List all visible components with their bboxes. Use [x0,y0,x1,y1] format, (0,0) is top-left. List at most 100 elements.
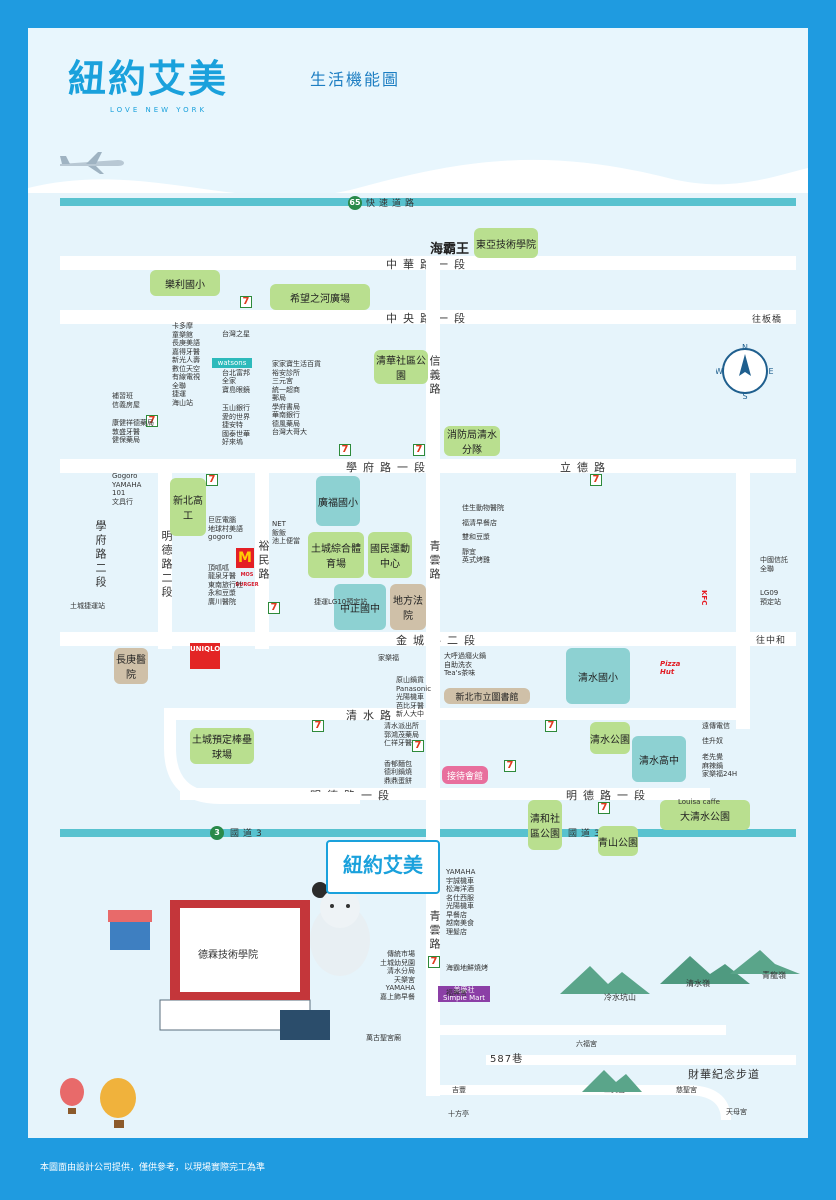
road-label-zhongyang: 中央路一段 [386,310,471,326]
school-dongya: 東亞技術學院 [474,228,538,258]
poi-item: 全家 [222,377,236,385]
park-qingshui: 清水公園 [590,722,630,754]
poi-list-misc-d: 遠傳電信 佳升奴 老先覺 麻辣鍋 家樂福24H [702,722,737,779]
poi-item: gogoro [208,533,233,541]
temple-liufu: 六福宮 [576,1040,597,1048]
poi-item: 仁祥牙醫 [384,739,412,747]
school-qingshui-mid: 清水高中 [632,736,686,782]
poi-item: 飯飯 [272,528,286,537]
disclaimer-footer: 本圖面由設計公司提供，僅供參考，以現場實際完工為準 [40,1163,266,1173]
education-illustration [108,882,330,1040]
poi-list-yumin: 巨匠電腦 地球村美語 gogoro 頂呱呱 龍泉牙醫 東南旅行社 永和豆漿 廣川… [208,516,243,606]
poi-item: 嘉上飾早餐 [380,992,415,1001]
poi-item: 寶島眼鏡 [222,385,250,394]
svg-text:N: N [742,343,748,352]
louisa-cafe: Louisa caffe [678,798,720,806]
road-label-lide: 立德路 [560,461,611,474]
seven-eleven-icon: 7 [598,802,610,814]
road-curve-west [164,708,360,804]
poi-item: 台灣大哥大 [272,428,307,436]
poi-item: 台灣之星 [222,330,250,338]
poi-item: 學府書局 [272,402,300,411]
road-yumin [255,459,269,649]
road-east [736,459,750,729]
poi-item: 全聯 [760,564,774,573]
poi-item: 捷安特 [222,421,243,429]
park-daqingshui: 大清水公園 [660,800,750,830]
library: 新北市立圖書館 [444,688,530,704]
poi-item: 清水分局 [387,967,415,975]
poi-item: YAMAHA [112,480,142,489]
park-tucheng-sports: 土城綜合體育場 [308,532,364,578]
freeway-3-shield: 3 [210,826,224,840]
poi-list-left-mid: Gogoro YAMAHA 101 文具行 [112,472,141,506]
poi-item: 補習班 [112,392,133,400]
mcdonalds-icon: M [236,548,254,568]
poi-list-misc-b: 原山鍋貨 Panasonic 光陽機車 芭比牙醫 新人大中 [396,676,431,719]
poi-item: 福清早餐店 [462,518,497,527]
pizza-hut-logo: Pizza Hut [660,660,681,676]
poi-item: 巨匠電腦 [208,516,236,524]
poi-item: 福興宮 [446,988,467,997]
road-qingshui [170,708,750,720]
poi-item: 東南旅行社 [208,580,243,589]
poi-item: 海山站 [172,398,193,407]
poi-item: 裕安診所 [272,368,300,377]
poi-item: 好來塢 [222,438,243,446]
poi-item: 海霸地鮮燒烤 [446,964,488,972]
svg-text:E: E [768,367,773,376]
seven-eleven-icon: 7 [339,444,351,456]
mountain-qingshui-label: 清水嶺 [686,979,710,988]
poi-item: 捷運 [172,390,186,398]
road-label-qingshui: 清水路 [346,709,397,722]
poi-item: 松海洋酒 [446,885,474,893]
poi-item: 理髮店 [446,927,467,936]
poi-item: 大呼過癮火鍋 [444,652,486,660]
balloons-illustration [60,1078,136,1128]
pavilion-shifang: 十方亭 [448,1110,469,1118]
park-community: 清和社區公園 [528,800,562,850]
road-label-to-zhonghe: 往中和 [756,636,787,646]
svg-text:W: W [716,367,723,376]
poi-item: 光陽機車 [446,902,474,910]
poi-item: 台北富邦 [222,368,250,377]
simple-mart-name: 美廉社 [453,986,475,994]
freeway-3b-label: 國道3 [568,829,604,839]
poi-item: 家家寶生活百貨 [272,360,321,368]
poi-item: 土城幼兒園 [380,958,415,967]
uniqlo-logo: UNIQLO [190,643,220,669]
seven-eleven-icon: 7 [312,720,324,732]
poi-item: Tea's茶味 [444,669,476,677]
poi-item: 預定站 [760,597,781,606]
sports-center: 國民運動中心 [368,532,412,578]
road-label-xuefu: 學府路一段 [346,461,431,474]
carrefour: 家樂福 [378,654,399,662]
road-label-qingyun2: 青雲路 [428,910,441,952]
park-xiwang: 希望之河廣場 [270,284,370,310]
poi-list-left-top: 卡多摩 童樂館 長庚美語 嘉得牙醫 新光人壽 數位天空 有線電視 全聯 捷運 海… [172,322,200,407]
brand-subtitle: LOVE NEW YORK [110,106,208,114]
poi-item: 新光人壽 [172,356,200,364]
poi-item: 全聯 [172,381,186,390]
poi-item: 地球村美語 [208,524,243,533]
hospital-changgeng: 長庚醫院 [114,648,148,684]
poi-item: 101 [112,489,126,497]
poi-item: 新人大中 [396,710,424,718]
mountains-illustration [560,950,800,994]
road-label-to-banqiao: 往板橋 [752,315,783,325]
seven-eleven-icon: 7 [206,474,218,486]
poi-item: 龍泉牙醫 [208,572,236,580]
school-xinbei-gaogong: 新北高工 [170,478,206,536]
road-label-caihua-trail: 財華紀念步道 [688,1068,760,1081]
poi-item: 光陽機車 [396,693,424,701]
poi-item: 長庚美語 [172,339,200,347]
poi-item: 康健祥德藥局 [112,419,154,427]
school-zhongzheng: 中正國中 [334,584,386,630]
poi-item: 遠傳電信 [702,722,730,730]
poi-item: 芭比牙醫 [396,701,424,710]
poi-item: 卡多摩 [172,322,193,330]
poi-item: 統一超商 [272,385,300,394]
simple-mart-logo: 美廉社 Simple Mart [438,986,490,1002]
expressway-shield: 65 [348,196,362,210]
map-title: 生活機能圖 [310,70,401,89]
